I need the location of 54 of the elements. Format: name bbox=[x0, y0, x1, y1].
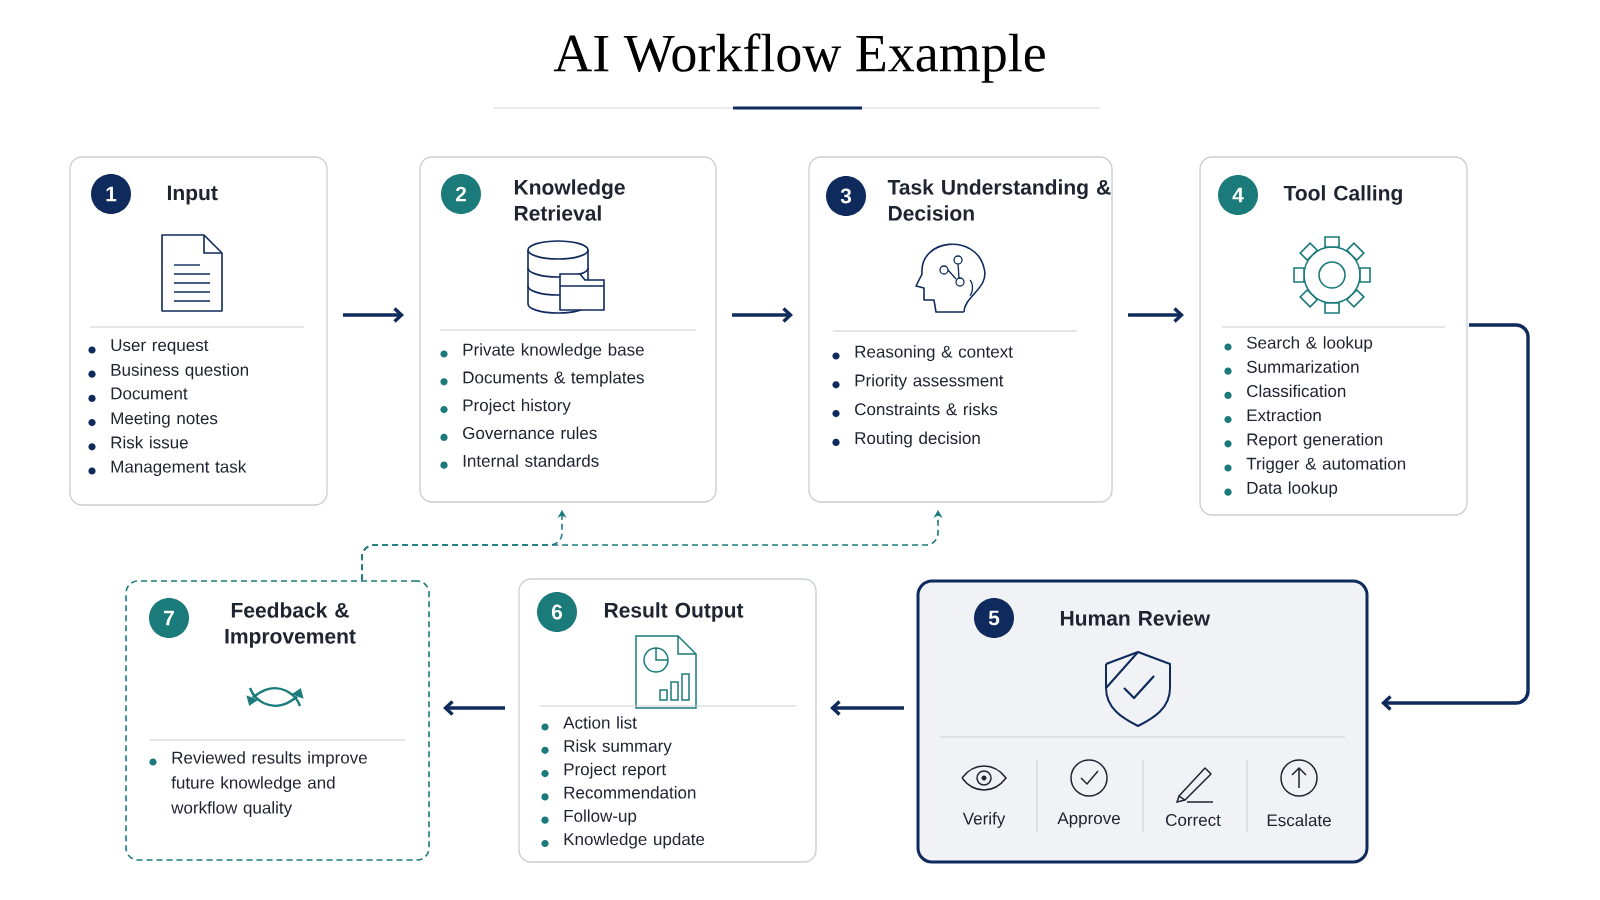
bullet-item: Search & lookup bbox=[1224, 336, 1373, 353]
arrow bbox=[343, 307, 404, 323]
card-title: Knowledge Retrieval bbox=[514, 179, 625, 221]
action-label: Approve bbox=[1057, 812, 1120, 828]
number-badge: 7 bbox=[149, 598, 189, 638]
bullet-item: Project report bbox=[541, 762, 667, 779]
action-label: Correct bbox=[1166, 814, 1221, 827]
card-title: Task Understanding & Decision bbox=[887, 179, 1111, 221]
card-title: Human Review bbox=[1060, 610, 1211, 626]
bullet-item: Data lookup bbox=[1224, 481, 1338, 498]
bullet-item: Risk summary bbox=[541, 739, 672, 756]
number-badge: 4 bbox=[1218, 175, 1258, 215]
arrow bbox=[1128, 307, 1184, 323]
bullet-item: Knowledge update bbox=[541, 832, 705, 849]
bullet-item: Extraction bbox=[1224, 408, 1321, 424]
arrow bbox=[1381, 323, 1530, 711]
bullet-item: Follow-up bbox=[541, 809, 637, 826]
number-badge: 6 bbox=[537, 592, 577, 632]
bullet-item: Constraints & risks bbox=[832, 402, 998, 418]
bullet-item: Routing decision bbox=[832, 431, 980, 448]
bullet-item: Meeting notes bbox=[88, 411, 218, 428]
number-badge: 5 bbox=[974, 598, 1014, 638]
card-title: Tool Calling bbox=[1283, 185, 1402, 205]
bullet-item: Trigger & automation bbox=[1224, 457, 1406, 474]
title: AI Workflow Example bbox=[553, 33, 1045, 83]
bullet-item: Documents & templates bbox=[440, 371, 644, 387]
bullet-item: Summarization bbox=[1224, 360, 1359, 375]
card-title: Result Output bbox=[604, 602, 744, 622]
bullet-item: Priority assessment bbox=[832, 374, 1004, 390]
arrow bbox=[732, 307, 793, 323]
action-label: Escalate bbox=[1267, 813, 1331, 827]
card-title: Feedback & Improvement bbox=[225, 602, 356, 648]
bullet-item: User request bbox=[88, 339, 209, 355]
bullet-item: Action list bbox=[541, 716, 637, 731]
number-badge: 3 bbox=[826, 176, 866, 216]
bullet-item: Project history bbox=[440, 398, 571, 415]
bullet-item: Report generation bbox=[1224, 433, 1383, 449]
action-label: Verify bbox=[962, 812, 1006, 828]
bullet-item: Private knowledge base bbox=[440, 343, 644, 360]
arrow bbox=[830, 700, 904, 716]
card-title: Input bbox=[167, 185, 218, 205]
bullet-item: Reasoning & context bbox=[832, 345, 1013, 362]
bullet-item: Recommendation bbox=[541, 786, 696, 801]
bullet-item: Classification bbox=[1224, 384, 1346, 399]
bullet-item: Document bbox=[88, 387, 188, 402]
bullet-item: Business question bbox=[88, 363, 248, 380]
bullet-item: Governance rules bbox=[440, 426, 597, 441]
number-badge: 1 bbox=[91, 174, 131, 214]
bullet-item: Reviewed results improve future knowledge and workflow quality bbox=[149, 751, 367, 818]
bullet-item: Risk issue bbox=[88, 436, 188, 451]
arrow bbox=[443, 700, 505, 716]
number-badge: 2 bbox=[441, 174, 481, 214]
bullet-item: Management task bbox=[88, 460, 247, 477]
bullet-item: Internal standards bbox=[440, 454, 599, 469]
